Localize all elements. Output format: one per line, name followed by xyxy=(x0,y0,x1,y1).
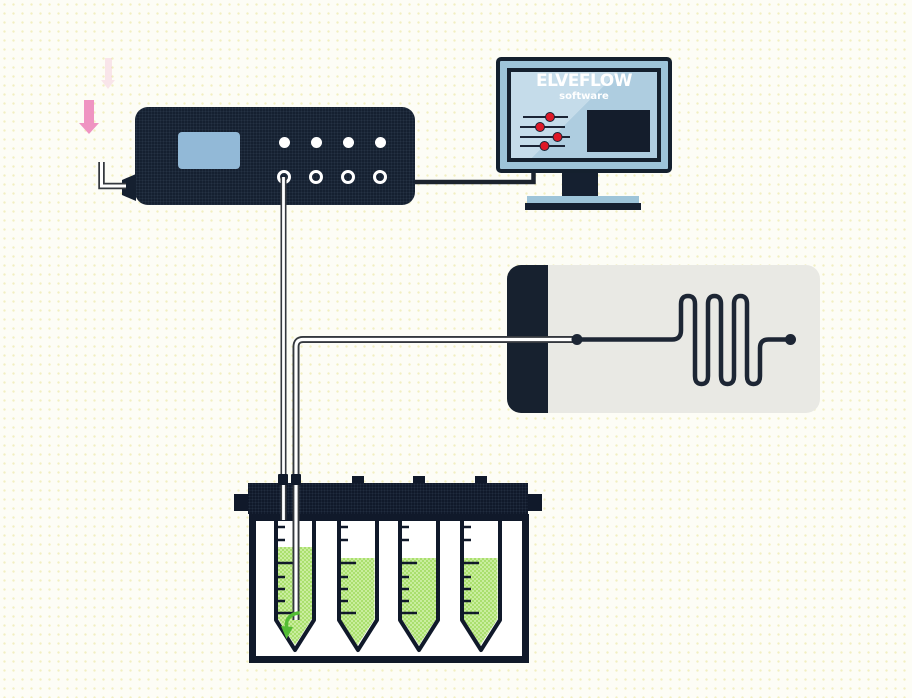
monitor-cable xyxy=(415,173,536,185)
falcon-tube-1 xyxy=(274,514,316,654)
slider-knob-2 xyxy=(535,122,545,132)
tube-outline xyxy=(459,514,502,652)
rack-tab-3 xyxy=(413,476,425,483)
pressure-port-4 xyxy=(373,170,387,184)
graduation-marks xyxy=(338,525,356,615)
led-indicator-2 xyxy=(310,136,322,148)
falcon-tube-4 xyxy=(459,514,502,654)
graph-panel xyxy=(587,110,650,152)
arrow-head-icon xyxy=(79,123,99,134)
gas-inlet-nozzle xyxy=(122,174,136,201)
led-indicator-3 xyxy=(342,136,354,148)
controller-screen xyxy=(178,132,240,169)
chip-inlet-cap xyxy=(507,265,548,413)
monitor-stand xyxy=(562,172,598,198)
rack-clip-right xyxy=(528,494,542,511)
arrow-head-icon xyxy=(101,80,115,89)
graduation-marks xyxy=(400,525,417,615)
pressure-port-1 xyxy=(277,170,291,184)
graduation-marks xyxy=(461,525,479,615)
tube-outline xyxy=(336,514,379,652)
slider-knob-1 xyxy=(545,112,555,122)
tube-outline xyxy=(274,514,316,652)
elveflow-title: ELVEFLOW xyxy=(536,71,632,91)
slider-knob-3 xyxy=(552,132,563,142)
monitor-base-shadow xyxy=(525,203,641,210)
arrow-shaft xyxy=(104,58,112,80)
led-indicator-4 xyxy=(374,136,386,148)
rack-tab-4 xyxy=(475,476,487,483)
pressure-port-2 xyxy=(309,170,323,184)
slider-knob-4 xyxy=(539,141,550,151)
arrow-shaft xyxy=(84,100,94,123)
falcon-tube-2 xyxy=(336,514,379,654)
pressure-port-3 xyxy=(341,170,355,184)
software-sliders xyxy=(520,112,570,151)
pressure-controller xyxy=(135,107,415,205)
software-subtitle: software xyxy=(559,91,609,102)
led-indicator-1 xyxy=(278,136,290,148)
rack-tab-2 xyxy=(352,476,364,483)
tube-outline xyxy=(398,514,440,652)
rack-lid xyxy=(248,483,528,514)
falcon-tube-3 xyxy=(398,514,440,654)
graduation-marks xyxy=(276,525,293,615)
computer-monitor: ELVEFLOW software xyxy=(496,57,672,173)
monitor-screen: ELVEFLOW software xyxy=(507,68,661,162)
rack-clip-left xyxy=(234,494,248,511)
microfluidic-chip xyxy=(507,265,820,413)
monitor-base xyxy=(527,196,639,203)
